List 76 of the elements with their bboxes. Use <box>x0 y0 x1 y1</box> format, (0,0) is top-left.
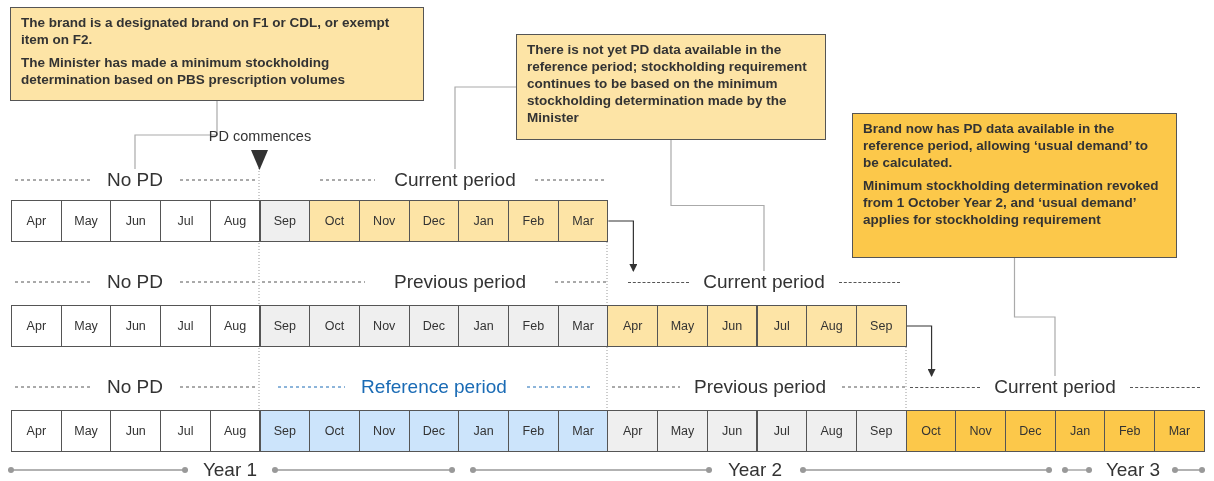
month-cell: Jan <box>458 305 509 347</box>
month-cell: Nov <box>955 410 1006 452</box>
month-cell: Jul <box>756 305 808 347</box>
period-heading: Previous period <box>693 376 827 398</box>
month-cell: Aug <box>209 410 261 452</box>
month-cell: Jul <box>160 305 211 347</box>
month-cell: Feb <box>508 410 559 452</box>
month-cell: Aug <box>209 305 261 347</box>
month-cell: Mar <box>557 410 609 452</box>
month-cell: Nov <box>358 305 410 347</box>
leader-line <box>454 86 517 170</box>
month-cell: Sep <box>855 410 907 452</box>
month-cell: Jan <box>1054 410 1106 452</box>
month-cell: Dec <box>408 305 460 347</box>
month-cell: Dec <box>408 200 460 242</box>
callout-box: There is not yet PD data available in the reference period; stockholding requirement continues to be based on the minimum stockholding determination made by the Minister <box>516 34 826 140</box>
year-label: Year 3 <box>1104 459 1162 481</box>
month-cell: Dec <box>1005 410 1056 452</box>
month-cell: Aug <box>806 305 857 347</box>
period-heading: Current period <box>628 271 900 293</box>
leader-line <box>134 100 218 170</box>
month-cell: Sep <box>259 200 311 242</box>
month-cell: May <box>657 305 708 347</box>
month-cell: Aug <box>806 410 857 452</box>
month-cell: Aug <box>209 200 261 242</box>
month-cell: Oct <box>309 410 360 452</box>
month-cell: Feb <box>1104 410 1156 452</box>
period-heading: No PD <box>106 271 164 293</box>
callout-box: The brand is a designated brand on F1 or CDL, or exempt item on F2. The Minister has made a minimum stockholding determination based on PBS prescription volumes <box>10 7 424 101</box>
leader-line <box>1013 257 1056 377</box>
year-label: Year 2 <box>726 459 784 481</box>
period-heading: No PD <box>106 376 164 398</box>
month-cell: Nov <box>358 200 410 242</box>
month-cell: Jul <box>160 410 211 452</box>
year-label: Year 1 <box>201 459 259 481</box>
period-heading: No PD <box>95 169 175 191</box>
period-heading: Current period <box>385 169 525 191</box>
month-cell: Jul <box>756 410 808 452</box>
month-cell: Sep <box>259 410 311 452</box>
month-cell: Mar <box>1154 410 1205 452</box>
period-heading: Previous period <box>393 271 527 293</box>
month-cell: Jun <box>110 200 162 242</box>
month-cell: Sep <box>855 305 907 347</box>
month-cell: May <box>60 305 112 347</box>
arrow <box>906 325 936 377</box>
period-heading: Reference period <box>360 376 508 398</box>
month-cell: Nov <box>358 410 410 452</box>
month-cell: May <box>60 410 112 452</box>
month-cell: Sep <box>259 305 311 347</box>
month-cell: Jun <box>110 410 162 452</box>
month-cell: Oct <box>309 200 360 242</box>
month-cell: Jan <box>458 200 509 242</box>
month-cell: Jun <box>706 410 758 452</box>
month-cell: May <box>657 410 708 452</box>
month-cell: Feb <box>508 305 559 347</box>
month-cell: Oct <box>905 410 957 452</box>
month-cell: Dec <box>408 410 460 452</box>
month-cell: Apr <box>607 305 659 347</box>
period-heading: Current period <box>910 376 1200 398</box>
month-cell: Apr <box>11 200 62 242</box>
month-cell: Apr <box>607 410 659 452</box>
marker-label: PD commences <box>207 127 313 146</box>
month-cell: Feb <box>508 200 559 242</box>
month-cell: May <box>60 200 112 242</box>
month-cell: Mar <box>557 200 609 242</box>
month-cell: Jan <box>458 410 509 452</box>
month-cell: Apr <box>11 305 62 347</box>
month-cell: Mar <box>557 305 609 347</box>
month-cell: Jun <box>706 305 758 347</box>
month-cell: Jun <box>110 305 162 347</box>
month-cell: Jul <box>160 200 211 242</box>
month-cell: Oct <box>309 305 360 347</box>
arrow <box>607 220 638 272</box>
callout-box: Brand now has PD data available in the reference period, allowing ‘usual demand’ to be calculated. Minimum stockholding determination revoked from 1 October Year 2, and ‘usual demand’ applies for stockholding requirement <box>852 113 1177 258</box>
month-cell: Apr <box>11 410 62 452</box>
leader-line <box>670 139 765 272</box>
